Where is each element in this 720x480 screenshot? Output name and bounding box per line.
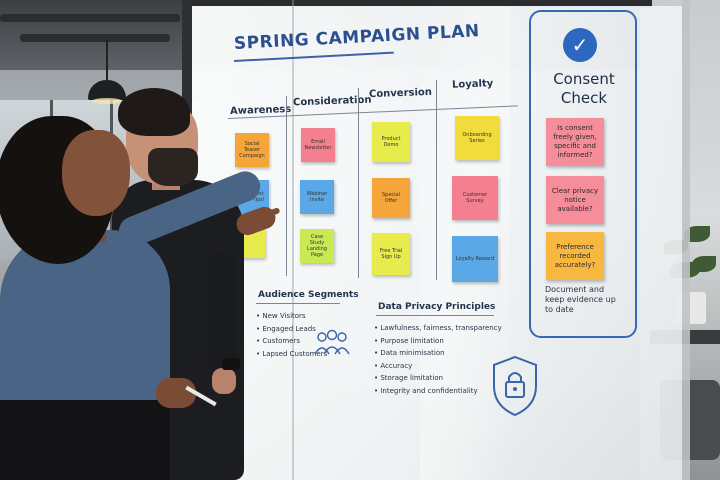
- column-divider: [358, 88, 359, 278]
- consent-footer: Document and keep evidence up to date: [545, 285, 616, 314]
- list-item: • Integrity and confidentiality: [374, 386, 478, 395]
- man-hand: [212, 368, 236, 394]
- column-conversion: Conversion: [368, 86, 433, 101]
- woman-face: [62, 130, 130, 216]
- sticky-note: Webinar Invite: [300, 180, 334, 214]
- wristwatch: [222, 358, 240, 370]
- people-group-icon: [314, 329, 350, 355]
- sticky-note: Onboarding Series: [455, 116, 499, 160]
- shield-lock-icon: [493, 355, 537, 417]
- sticky-note: Customer Survey: [452, 176, 498, 220]
- man-hair: [118, 88, 190, 136]
- woman-skirt: [0, 400, 170, 480]
- list-item: • Purpose limitation: [374, 336, 444, 345]
- list-item: • Accuracy: [374, 361, 413, 370]
- column-divider: [436, 80, 437, 280]
- section-underline: [376, 315, 494, 316]
- woman-hand: [156, 378, 196, 408]
- check-icon: ✓: [563, 28, 597, 62]
- sticky-note: Email Newsletter: [301, 128, 335, 162]
- list-item: • Lawfulness, fairness, transparency: [374, 324, 502, 332]
- glass-frame-top: [182, 0, 652, 8]
- column-loyalty: Loyalty: [451, 78, 494, 91]
- man-beard: [148, 148, 198, 186]
- section-underline: [256, 303, 340, 304]
- sticky-note: Loyalty Reward: [452, 236, 498, 282]
- column-divider: [286, 96, 287, 276]
- audience-segments-title: Audience Segments: [258, 290, 359, 300]
- lamp-glow: [92, 98, 122, 104]
- plant-leaf: [692, 256, 716, 272]
- list-item: • Customers: [256, 337, 301, 345]
- consent-note: Is consent freely given, specific and in…: [546, 118, 604, 166]
- consent-note: Clear privacy notice available?: [546, 176, 604, 224]
- consent-note: Preference recorded accurately?: [546, 232, 604, 280]
- man-arm: [206, 252, 236, 372]
- pendant-cord: [106, 40, 108, 80]
- sticky-note: Special Offer: [372, 178, 410, 218]
- glass-frame-right: [682, 0, 690, 480]
- sticky-note: Social Teaser Campaign: [235, 133, 269, 167]
- ceiling-duct: [0, 14, 180, 22]
- sticky-note: Product Demo: [372, 122, 410, 162]
- pendant-lamp: [88, 80, 126, 100]
- list-item: • Storage limitation: [374, 374, 444, 382]
- ceiling-duct: [20, 34, 170, 42]
- list-item: • New Visitors: [256, 312, 306, 320]
- glass-seam: [292, 0, 294, 480]
- privacy-principles-title: Data Privacy Principles: [378, 302, 496, 312]
- consent-check-panel: [529, 10, 637, 338]
- consent-check-title: Consent Check: [553, 70, 615, 107]
- sticky-note: Case Study Landing Page: [300, 229, 334, 263]
- plant-leaf: [684, 226, 710, 242]
- list-item: • Data minimisation: [374, 349, 445, 357]
- privacy-list: • Lawfulness, fairness, transparency • P…: [374, 322, 502, 397]
- sticky-note: Free Trial Sign Up: [372, 233, 410, 275]
- audience-list: • New Visitors • Engaged Leads • Custome…: [256, 310, 327, 360]
- list-item: • Engaged Leads: [256, 324, 316, 333]
- list-item: • Lapsed Customers: [256, 349, 328, 358]
